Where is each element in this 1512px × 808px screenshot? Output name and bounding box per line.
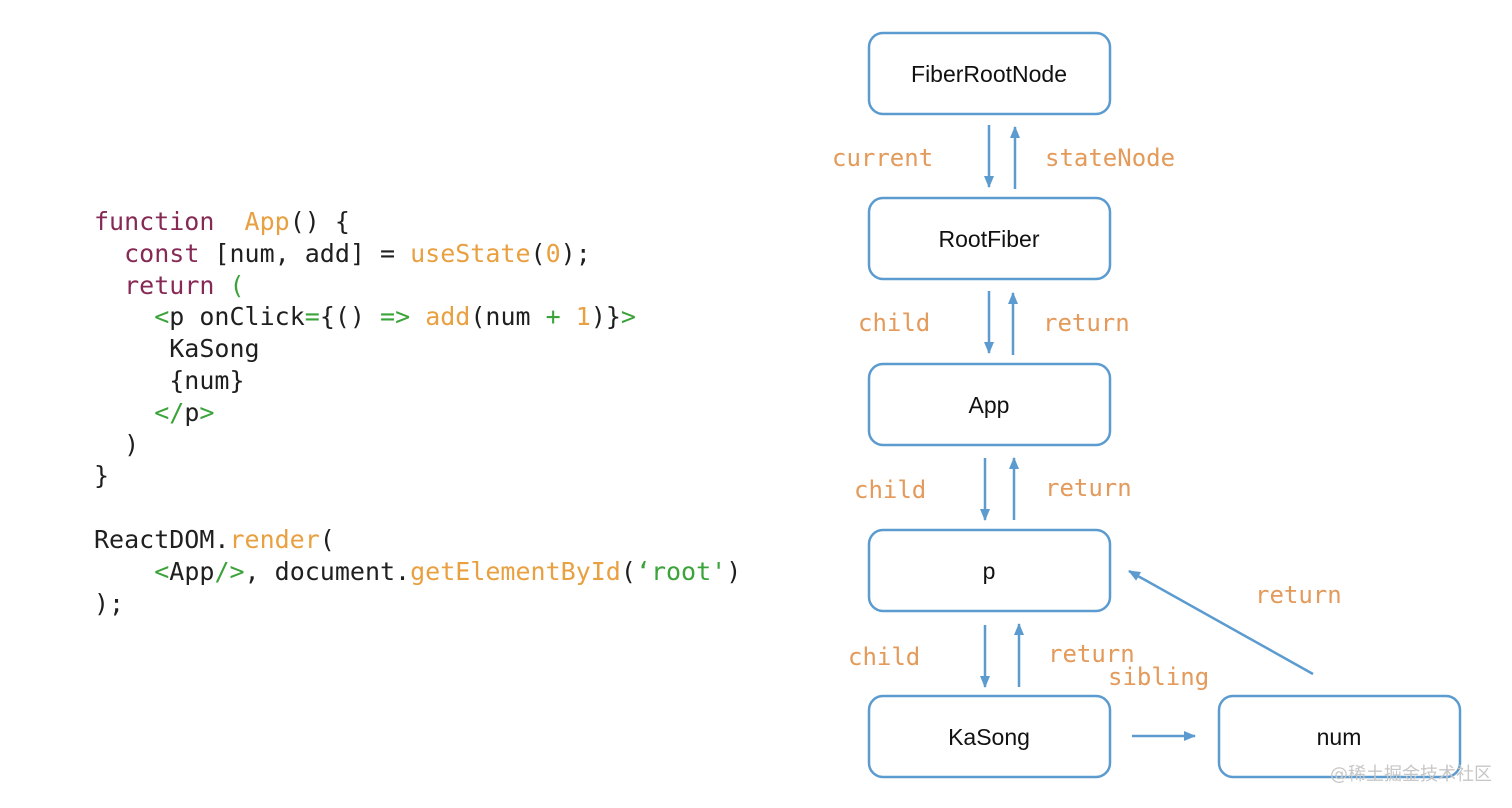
code-token: , document.: [244, 556, 411, 586]
node-fiber-root-label: FiberRootNode: [911, 61, 1067, 87]
code-token: (: [620, 556, 636, 586]
code-token: ReactDOM.: [94, 524, 230, 554]
node-fiber-root: FiberRootNode: [867, 31, 1112, 116]
code-line: const [num, add] = useState(0);: [94, 239, 591, 268]
node-num-label: num: [1317, 724, 1362, 750]
code-token: />: [214, 556, 245, 586]
code-token: (: [319, 524, 335, 554]
label-return-num: return: [1255, 581, 1342, 609]
code-token: <: [154, 302, 170, 332]
code-token: p: [184, 397, 200, 427]
code-line: <p onClick={() => add(num + 1)}>: [94, 302, 636, 331]
code-token: }: [94, 461, 110, 491]
code-line: ReactDOM.render(: [94, 525, 335, 554]
code-token: ‘root': [635, 556, 727, 586]
node-app: App: [867, 362, 1112, 447]
code-token: );: [560, 238, 591, 268]
code-line: KaSong: [94, 334, 260, 364]
code-token: >: [620, 302, 636, 332]
label-child-2: child: [854, 476, 926, 504]
code-token: )}: [590, 302, 621, 332]
code-token: (: [229, 270, 245, 300]
code-line: </p>: [94, 398, 214, 427]
code-token: ): [726, 556, 742, 586]
label-return-2: return: [1045, 474, 1132, 502]
node-num: num: [1217, 694, 1462, 779]
code-token: App: [244, 207, 290, 236]
code-token: =: [304, 302, 320, 332]
node-kasong: KaSong: [867, 694, 1112, 779]
code-token: const: [124, 238, 200, 268]
code-token: getElementById: [410, 556, 621, 586]
code-line: );: [94, 589, 124, 618]
label-child-3: child: [848, 643, 920, 671]
code-token: +: [545, 302, 561, 332]
label-return-1: return: [1043, 309, 1130, 337]
watermark: @稀土掘金技术社区: [1330, 764, 1492, 785]
node-root-fiber-label: RootFiber: [939, 226, 1040, 252]
code-token: return: [124, 270, 215, 300]
code-token: add: [425, 302, 471, 332]
code-line: function App() {: [94, 207, 350, 236]
code-snippet: function App() { const [num, add] = useS…: [94, 206, 741, 619]
code-token: {num}: [94, 365, 245, 395]
code-token: <: [154, 556, 170, 586]
code-token: );: [94, 588, 125, 618]
code-token: useState: [410, 238, 531, 268]
code-token: App: [169, 556, 215, 586]
label-sibling: sibling: [1108, 663, 1209, 691]
label-return-3: return: [1048, 640, 1135, 668]
code-token: >: [199, 397, 215, 427]
code-token: function: [94, 207, 215, 236]
node-p: p: [867, 528, 1112, 613]
code-token: ): [94, 429, 140, 459]
code-token: (num: [470, 302, 546, 332]
code-line: <App/>, document.getElementById(‘root'): [94, 557, 741, 586]
code-token: p onClick: [169, 302, 305, 332]
code-token: 1: [575, 302, 591, 332]
code-token: () {: [289, 207, 350, 236]
label-state-node: stateNode: [1045, 144, 1175, 172]
node-kasong-label: KaSong: [948, 724, 1030, 750]
code-line: {num}: [94, 365, 245, 395]
code-line: ): [94, 430, 139, 459]
code-token: 0: [545, 238, 561, 268]
code-token: </: [154, 397, 185, 427]
node-root-fiber: RootFiber: [867, 196, 1112, 281]
code-line: return (: [94, 270, 245, 300]
node-p-label: p: [983, 558, 996, 584]
code-token: KaSong: [94, 334, 260, 364]
code-token: (: [530, 238, 546, 268]
label-child-1: child: [858, 309, 930, 337]
edge-return-num: [1128, 569, 1314, 676]
code-token: {(): [319, 302, 381, 332]
label-current: current: [832, 144, 933, 172]
code-token: [num, add] =: [199, 238, 411, 268]
code-token: =>: [380, 302, 411, 332]
node-app-label: App: [969, 392, 1010, 418]
code-token: render: [229, 524, 320, 554]
code-line: }: [94, 461, 109, 490]
